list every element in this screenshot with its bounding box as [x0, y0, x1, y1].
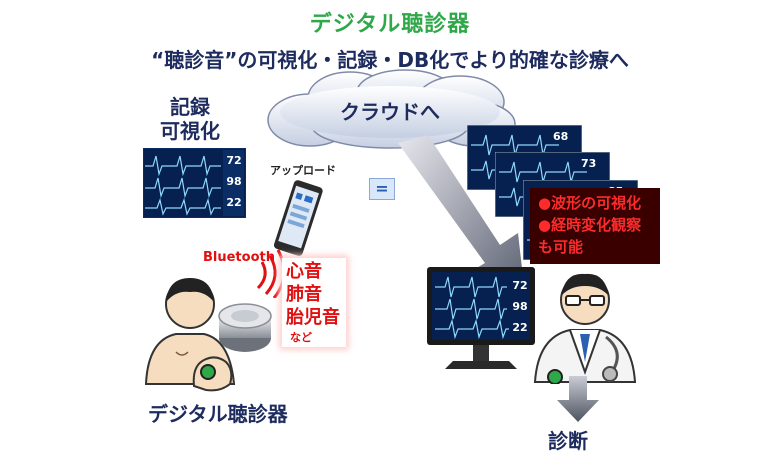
vitals-small: 72 98 22: [226, 154, 242, 209]
subtitle: “聴診音”の可視化・記録・DB化でより的確な診療へ: [151, 48, 629, 72]
feature-list: ●波形の可視化 ●経時変化観察も可能: [530, 188, 660, 264]
ecg-monitor-small: [143, 148, 246, 218]
stack-1-value: 68: [553, 130, 569, 143]
sound-types: 心音 肺音 胎児音 など: [282, 258, 346, 347]
sound-lung: 肺音: [286, 284, 322, 305]
device-label: デジタル聴診器: [148, 402, 288, 426]
record-visualize-label: 記録 可視化: [150, 95, 230, 143]
equals-sign: =: [369, 178, 395, 200]
sound-heart: 心音: [286, 261, 322, 282]
smartphone-icon: [273, 180, 323, 256]
feature-timeseries: ●経時変化観察も可能: [538, 216, 642, 256]
hand-sensor-icon: [192, 356, 233, 392]
vitals-monitor: 72 98 22: [512, 279, 528, 334]
doctor-icon: [533, 273, 637, 384]
feature-waveform: ●波形の可視化: [538, 194, 642, 212]
stethoscope-device-icon: [218, 303, 272, 352]
bluetooth-label: Bluetooth: [203, 250, 275, 265]
upload-label: アップロード: [270, 164, 336, 177]
diagnosis-arrow: [557, 376, 599, 422]
sound-fetal: 胎児音: [286, 307, 340, 328]
cloud-label: クラウドへ: [340, 100, 440, 124]
visualize-label: 可視化: [160, 119, 220, 143]
diagnosis-label: 診断: [548, 429, 588, 453]
desktop-monitor-icon: [427, 267, 535, 369]
stack-2-value: 73: [581, 157, 597, 170]
title: デジタル聴診器: [309, 12, 471, 37]
record-label: 記録: [170, 95, 210, 119]
cloud-to-monitor-arrow: [398, 135, 525, 295]
sound-etc: など: [290, 331, 312, 344]
